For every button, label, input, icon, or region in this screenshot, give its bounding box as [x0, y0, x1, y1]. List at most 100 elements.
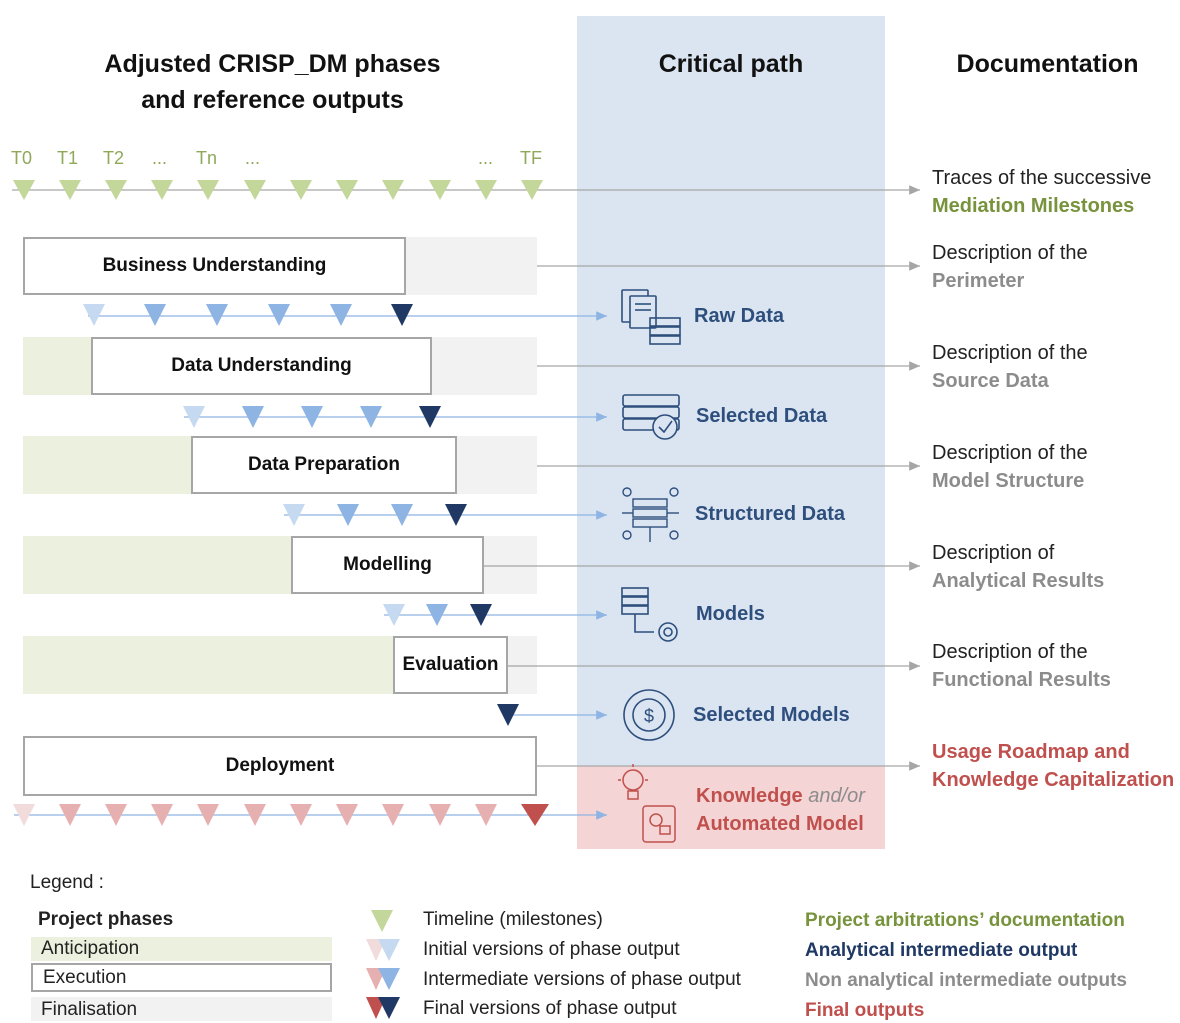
legend-final-blue-triangle [378, 997, 400, 1019]
final-version-triangle [419, 406, 441, 428]
milestone-triangle [197, 180, 219, 200]
intermediate-version-triangle [475, 804, 497, 826]
intermediate-version-triangle [105, 804, 127, 826]
legend-intermediate-versions: Intermediate versions of phase output [423, 969, 741, 990]
tick-tf: TF [520, 148, 542, 168]
legend-finalisation: Finalisation [31, 997, 332, 1021]
gear-dollar-icon: $ [623, 689, 675, 741]
milestone-triangle [382, 180, 404, 200]
milestone-triangle [336, 180, 358, 200]
doc-line2: Mediation Milestones [932, 195, 1135, 217]
structured-data-versions [283, 504, 467, 526]
intermediate-version-triangle [290, 804, 312, 826]
intermediate-version-triangle [360, 406, 382, 428]
phases-header: Adjusted CRISP_DM phases and reference o… [60, 46, 485, 118]
doc-line1: Description of the [932, 641, 1088, 663]
data-check-icon [622, 394, 680, 440]
legend-analytical: Analytical intermediate output [805, 940, 1078, 961]
doc-line1: Description of the [932, 442, 1088, 464]
svg-text:$: $ [644, 706, 654, 726]
doc-line1: Description of the [932, 242, 1088, 264]
final-version-triangle [445, 504, 467, 526]
doc-line2: Source Data [932, 370, 1049, 392]
intermediate-version-triangle [429, 804, 451, 826]
doc-line1: Traces of the successive [932, 167, 1152, 189]
initial-version-triangle [13, 804, 35, 826]
tick-ellipsis-3: ... [478, 148, 494, 168]
milestone-triangle [59, 180, 81, 200]
initial-version-triangle [283, 504, 305, 526]
tick-t0: T0 [11, 148, 33, 168]
intermediate-version-triangle [151, 804, 173, 826]
raw-data-versions [83, 304, 413, 326]
tick-t2: T2 [103, 148, 125, 168]
milestone-triangle [521, 180, 543, 200]
tick-ellipsis-2: ... [245, 148, 261, 168]
documentation-header: Documentation [956, 50, 1139, 78]
intermediate-version-triangle [301, 406, 323, 428]
legend-timeline: Timeline (milestones) [423, 909, 603, 930]
milestone-triangle [475, 180, 497, 200]
phase-evaluation: Evaluation [393, 636, 508, 694]
initial-version-triangle [83, 304, 105, 326]
tick-t1: T1 [57, 148, 79, 168]
doc-line2: Perimeter [932, 270, 1025, 292]
intermediate-version-triangle [197, 804, 219, 826]
tablet-gear-icon [642, 805, 676, 843]
critical-path-column [577, 16, 885, 766]
doc-source-data: Description of the Source Data [932, 339, 1088, 395]
deployment-versions [13, 804, 549, 826]
milestone-triangle [105, 180, 127, 200]
doc-line2: Analytical Results [932, 570, 1105, 592]
lightbulb-icon [618, 764, 648, 800]
phase-data-preparation: Data Preparation [191, 436, 457, 494]
output-and-or: and/or [802, 785, 865, 807]
intermediate-version-triangle [268, 304, 290, 326]
legend-initial-blue-triangle [378, 939, 400, 961]
intermediate-version-triangle [391, 504, 413, 526]
phase-business-understanding: Business Understanding [23, 237, 406, 295]
intermediate-version-triangle [382, 804, 404, 826]
final-version-triangle [521, 804, 549, 826]
doc-mediation-milestones: Traces of the successive Mediation Miles… [932, 164, 1151, 220]
intermediate-version-triangle [242, 406, 264, 428]
intermediate-version-triangle [59, 804, 81, 826]
initial-version-triangle [383, 604, 405, 626]
output-raw-data: Raw Data [694, 305, 785, 327]
models-versions [383, 604, 492, 626]
legend-title: Legend : [30, 872, 104, 893]
milestone-triangle [429, 180, 451, 200]
legend-arbitrations: Project arbitrations’ documentation [805, 910, 1125, 931]
intermediate-version-triangle [337, 504, 359, 526]
phases-header-line1: Adjusted CRISP_DM phases [104, 50, 441, 78]
doc-line1: Description of [932, 542, 1055, 564]
legend-final-versions: Final versions of phase output [423, 998, 677, 1019]
doc-line2: Functional Results [932, 669, 1111, 691]
doc-line2: Knowledge Capitalization [932, 769, 1175, 791]
milestone-triangle [244, 180, 266, 200]
doc-usage-roadmap: Usage Roadmap and Knowledge Capitalizati… [932, 738, 1174, 794]
final-version-triangle [470, 604, 492, 626]
tick-ellipsis-1: ... [152, 148, 168, 168]
final-output-area [577, 766, 885, 849]
output-structured-data: Structured Data [695, 503, 846, 525]
legend-intermediate-blue-triangle [378, 968, 400, 990]
phase-modelling: Modelling [291, 536, 484, 594]
initial-version-triangle [183, 406, 205, 428]
intermediate-version-triangle [144, 304, 166, 326]
output-final-line1: Knowledge and/or [696, 782, 865, 810]
doc-model-structure: Description of the Model Structure [932, 439, 1088, 495]
doc-analytical-results: Description of Analytical Results [932, 539, 1104, 595]
doc-line1: Usage Roadmap and [932, 741, 1130, 763]
server-gear-icon [621, 587, 678, 642]
output-automated-model: Automated Model [696, 813, 864, 835]
legend-project-phases: Project phases [38, 909, 174, 930]
output-knowledge: Knowledge [696, 785, 803, 807]
doc-perimeter: Description of the Perimeter [932, 239, 1088, 295]
doc-line1: Description of the [932, 342, 1088, 364]
phase-deployment: Deployment [23, 736, 537, 796]
doc-functional-results: Description of the Functional Results [932, 638, 1111, 694]
intermediate-version-triangle [426, 604, 448, 626]
critical-path-header: Critical path [658, 50, 804, 78]
